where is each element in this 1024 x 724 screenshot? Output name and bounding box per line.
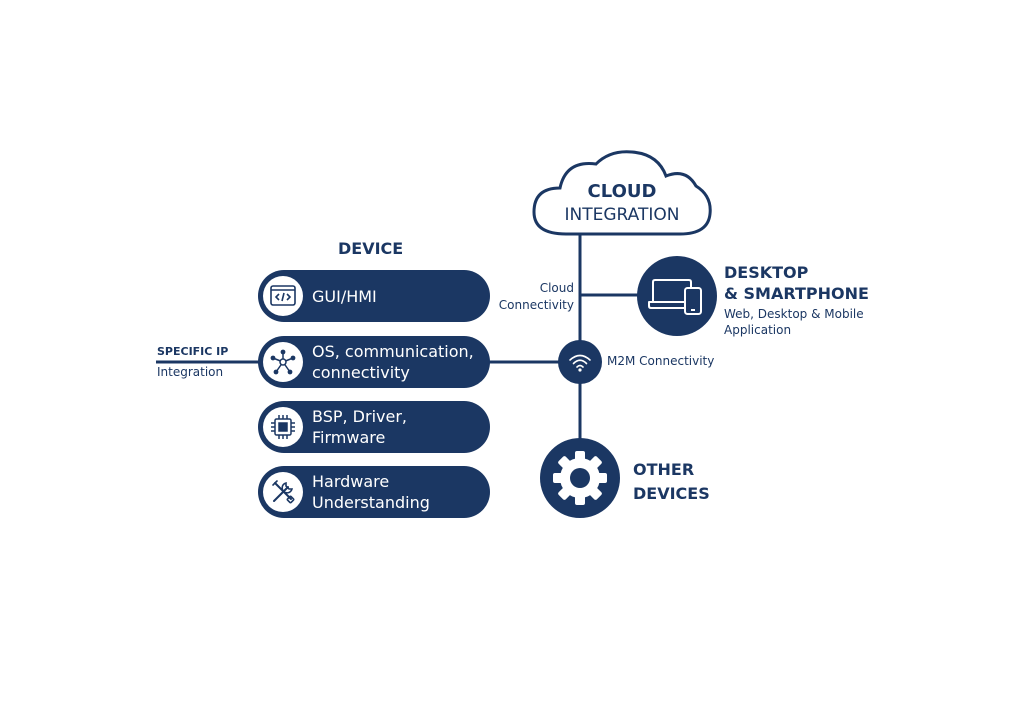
gear-icon bbox=[553, 451, 607, 505]
cloud-connectivity-label: Cloud Connectivity bbox=[488, 280, 574, 314]
desktop-subtitle-line1: Web, Desktop & Mobile bbox=[724, 307, 864, 321]
chip-icon bbox=[271, 415, 295, 439]
cloud-connectivity-line1: Cloud bbox=[539, 281, 574, 295]
cloud-icon bbox=[532, 150, 712, 236]
hardware-icon-circle bbox=[263, 472, 303, 512]
m2m-hub bbox=[558, 340, 602, 384]
other-devices-node bbox=[540, 438, 620, 518]
os-label-line2: connectivity bbox=[312, 363, 410, 382]
bsp-label-wrap: BSP, Driver, Firmware bbox=[312, 401, 407, 453]
other-devices-title: OTHER DEVICES bbox=[633, 458, 710, 506]
cloud-subtitle: INTEGRATION bbox=[564, 205, 680, 225]
laptop-phone-icon bbox=[648, 279, 702, 315]
desktop-title-line2: & SMARTPHONE bbox=[724, 284, 869, 303]
device-heading: DEVICE bbox=[338, 239, 404, 258]
hardware-label-wrap: Hardware Understanding bbox=[312, 466, 430, 518]
code-window-icon bbox=[270, 285, 296, 306]
gui-label-wrap: GUI/HMI bbox=[312, 270, 377, 322]
bsp-icon-circle bbox=[263, 407, 303, 447]
bsp-label-line1: BSP, Driver, bbox=[312, 407, 407, 426]
desktop-title: DESKTOP & SMARTPHONE bbox=[724, 262, 869, 304]
device-layer-bsp: BSP, Driver, Firmware bbox=[258, 401, 490, 453]
bsp-label-line2: Firmware bbox=[312, 428, 386, 447]
desktop-title-line1: DESKTOP bbox=[724, 263, 809, 282]
device-layer-hardware: Hardware Understanding bbox=[258, 466, 490, 518]
m2m-label: M2M Connectivity bbox=[607, 354, 715, 368]
hardware-label-line1: Hardware bbox=[312, 472, 390, 491]
desktop-subtitle-line2: Application bbox=[724, 323, 792, 337]
device-layer-gui: GUI/HMI bbox=[258, 270, 490, 322]
hardware-label-line2: Understanding bbox=[312, 493, 430, 512]
os-label-wrap: OS, communication, connectivity bbox=[312, 336, 474, 388]
desktop-node bbox=[637, 256, 717, 336]
os-icon-circle bbox=[263, 342, 303, 382]
cloud-title: CLOUD bbox=[587, 181, 657, 202]
gui-label: GUI/HMI bbox=[312, 286, 377, 306]
cloud-node: CLOUD INTEGRATION bbox=[530, 148, 714, 240]
tools-icon bbox=[272, 480, 295, 504]
network-nodes-icon bbox=[270, 349, 296, 375]
cloud-connectivity-line2: Connectivity bbox=[498, 298, 574, 312]
gui-icon-circle bbox=[263, 276, 303, 316]
specific-ip-title: SPECIFIC IP bbox=[157, 345, 229, 358]
os-label-line1: OS, communication, bbox=[312, 342, 474, 361]
other-devices-line2: DEVICES bbox=[633, 484, 710, 503]
device-layer-os: OS, communication, connectivity bbox=[258, 336, 490, 388]
other-devices-line1: OTHER bbox=[633, 460, 695, 479]
specific-ip-subtitle: Integration bbox=[157, 365, 224, 379]
desktop-subtitle: Web, Desktop & Mobile Application bbox=[724, 306, 864, 338]
wifi-icon bbox=[569, 354, 591, 372]
